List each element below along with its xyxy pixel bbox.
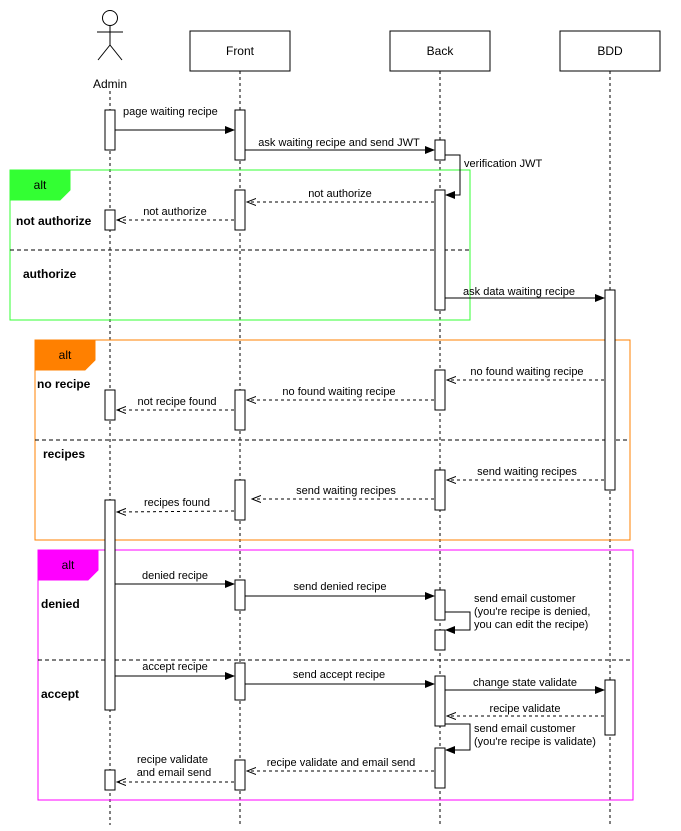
activation-front-2 — [234, 189, 246, 231]
msg-change-state-validate: change state validate — [473, 677, 577, 689]
activation-front-1 — [234, 109, 246, 161]
call-arrows — [115, 126, 605, 754]
msg-no-found-back: no found waiting recipe — [282, 386, 395, 398]
activation-back-3 — [434, 369, 446, 411]
fragment-alt-1-guard-1: not authorize — [16, 214, 92, 228]
msg-send-denied-recipe: send denied recipe — [294, 581, 387, 593]
participant-back-label: Back — [427, 44, 455, 58]
msg-send-email-validate: send email customer (you're recipe is va… — [474, 723, 596, 748]
activation-front-4 — [234, 479, 246, 521]
msg-recipe-validate-email-back: recipe validate and email send — [267, 757, 416, 769]
fragment-alt-3-tag: alt — [62, 558, 75, 572]
fragment-alt-2: alt no recipe recipes — [34, 339, 631, 541]
participant-admin-label: Admin — [93, 77, 127, 91]
msg-recipe-validate-email-front: recipe validate and email send — [137, 754, 212, 779]
msg-not-authorize-front: not authorize — [143, 206, 207, 218]
msg-send-email-denied-line-3: you can edit the recipe) — [474, 619, 588, 631]
msg-send-email-denied-line-1: send email customer — [474, 593, 576, 605]
activation-front-5 — [234, 579, 246, 611]
msg-denied-recipe: denied recipe — [142, 570, 208, 582]
fragment-alt-3-guard-2: accept — [41, 687, 79, 701]
msg-send-email-denied: send email customer (you're recipe is de… — [474, 593, 594, 631]
msg-recipe-validate: recipe validate — [490, 703, 561, 715]
activation-back-7 — [434, 675, 446, 727]
activation-back-4 — [434, 469, 446, 511]
activation-admin-5 — [104, 769, 116, 791]
activation-back-6 — [434, 629, 446, 651]
msg-no-found-bdd: no found waiting recipe — [470, 366, 583, 378]
return-recipes-found — [117, 511, 235, 512]
fragment-alt-2-tag: alt — [59, 348, 72, 362]
fragment-alt-2-guard-2: recipes — [43, 447, 85, 461]
activation-bdd-2 — [604, 679, 616, 736]
msg-recipes-found: recipes found — [144, 497, 210, 509]
arrow-send-email-validate — [445, 723, 471, 754]
participant-bdd: BDD — [559, 30, 661, 72]
activation-front-7 — [234, 759, 246, 791]
msg-page-waiting-recipe: page waiting recipe — [123, 106, 218, 118]
activation-admin-3 — [104, 389, 116, 421]
msg-verification-jwt: verification JWT — [464, 158, 543, 170]
msg-send-waiting-bdd: send waiting recipes — [477, 466, 577, 478]
fragment-alt-1-guard-2: authorize — [23, 267, 77, 281]
msg-send-email-validate-line-2: (you're recipe is validate) — [474, 736, 596, 748]
activation-bdd-1 — [604, 289, 616, 491]
return-arrows — [117, 202, 604, 782]
msg-recipe-validate-email-front-line-2: and email send — [137, 767, 212, 779]
msg-not-recipe-found: not recipe found — [138, 396, 217, 408]
msg-send-accept-recipe: send accept recipe — [293, 669, 385, 681]
msg-send-email-validate-line-1: send email customer — [474, 723, 576, 735]
msg-accept-recipe: accept recipe — [142, 661, 207, 673]
participant-front-label: Front — [226, 44, 255, 58]
participant-back: Back — [389, 30, 491, 72]
message-labels: page waiting recipe ask waiting recipe a… — [123, 106, 596, 779]
fragment-alt-1-tag: alt — [34, 178, 47, 192]
activation-front-3 — [234, 389, 246, 431]
activation-back-2 — [434, 189, 446, 311]
activation-front-6 — [234, 662, 246, 701]
participant-bdd-label: BDD — [597, 44, 623, 58]
msg-ask-waiting-recipe: ask waiting recipe and send JWT — [258, 137, 420, 149]
fragment-alt-3: alt denied accept — [37, 549, 634, 801]
activation-back-8 — [434, 747, 446, 789]
activation-admin-1 — [104, 109, 116, 151]
activation-admin-2 — [104, 209, 116, 231]
activation-bars — [104, 109, 616, 791]
msg-recipe-validate-email-front-line-1: recipe validate — [137, 754, 208, 766]
activation-back-5 — [434, 589, 446, 621]
fragment-alt-2-guard-1: no recipe — [37, 377, 91, 391]
arrow-send-email-denied — [445, 611, 471, 634]
fragment-alt-3-guard-1: denied — [41, 597, 80, 611]
activation-back-1 — [434, 139, 446, 161]
msg-send-email-denied-line-2: (you're recipe is denied, — [474, 606, 590, 618]
msg-ask-data-waiting-recipe: ask data waiting recipe — [463, 286, 575, 298]
msg-not-authorize-back: not authorize — [308, 188, 372, 200]
msg-send-waiting-back: send waiting recipes — [296, 485, 396, 497]
activation-admin-4 — [104, 499, 116, 711]
participant-front: Front — [189, 30, 291, 72]
actor-admin — [97, 10, 123, 61]
fragment-alt-1: alt not authorize authorize — [9, 169, 471, 321]
arrow-verification-jwt — [445, 154, 461, 199]
